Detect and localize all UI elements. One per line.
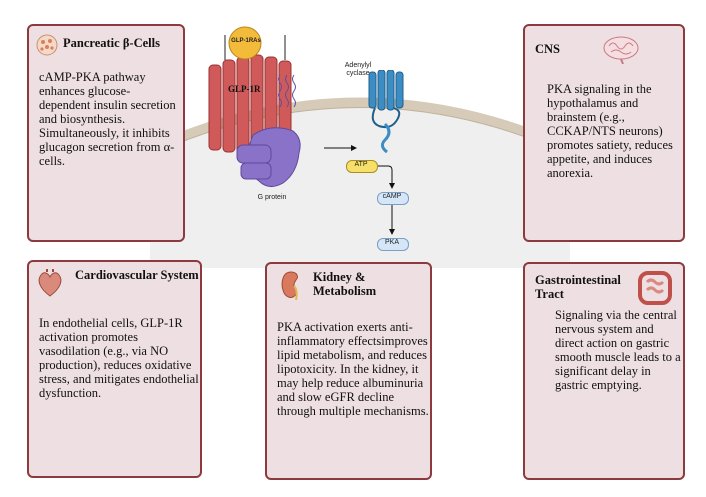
card-title-pancreatic: Pancreatic β-Cells: [63, 36, 160, 50]
card-title-kidney: Kidney & Metabolism: [313, 270, 377, 298]
brain-icon: [603, 36, 639, 64]
card-title-cardiovascular: Cardiovascular System: [75, 268, 199, 282]
g-protein: [236, 127, 301, 187]
card-title-gastrointestinal: Gastrointestinal Tract: [535, 273, 621, 301]
card-gastrointestinal: Gastrointestinal Tract Signaling via the…: [523, 262, 685, 480]
kidney-icon: [281, 271, 299, 301]
card-body-pancreatic: cAMP-PKA pathway enhances glucose-depend…: [39, 70, 176, 168]
pka-pill: [377, 238, 409, 251]
adenylyl-cyclase-illustration: [368, 70, 404, 154]
card-body-cns: PKA signaling in the hypothalamus and br…: [547, 82, 673, 180]
receptor-label: GLP-1R: [228, 84, 261, 94]
card-title-cns: CNS: [535, 42, 561, 56]
card-kidney-metabolism: Kidney & Metabolism PKA activation exert…: [265, 262, 432, 480]
pka-label: PKA: [384, 239, 399, 246]
g-protein-label: G protein: [257, 194, 287, 201]
atp-label: ATP: [354, 161, 368, 168]
atp-pill: [346, 160, 378, 173]
card-cns: CNS PKA signaling in the hypothalamus an…: [523, 24, 685, 242]
card-cardiovascular: Cardiovascular System In endothelial cel…: [27, 260, 202, 478]
card-body-kidney: PKA activation exerts anti-inflammatory …: [277, 320, 429, 418]
heart-icon: [38, 269, 62, 297]
glp1ra-ligand: [228, 26, 262, 60]
card-pancreatic-beta-cells: Pancreatic β-Cells cAMP-PKA pathway enha…: [27, 24, 185, 242]
cell-membrane: [150, 97, 570, 155]
pancreas-cells-icon: [36, 34, 58, 56]
camp-label: cAMP: [382, 193, 402, 200]
ligand-label: GLP-1RAs: [231, 38, 261, 44]
intestine-icon: [638, 271, 672, 305]
camp-pill: [377, 192, 409, 205]
glp1r-receptor-illustration: [208, 26, 301, 187]
atp-to-camp-arrow: [378, 165, 395, 189]
card-body-gastrointestinal: Signaling via the central nervous system…: [555, 308, 681, 392]
adenylyl-cyclase-label: Adenylyl cyclase: [344, 62, 372, 77]
card-body-cardiovascular: In endothelial cells, GLP-1R activation …: [39, 316, 199, 400]
